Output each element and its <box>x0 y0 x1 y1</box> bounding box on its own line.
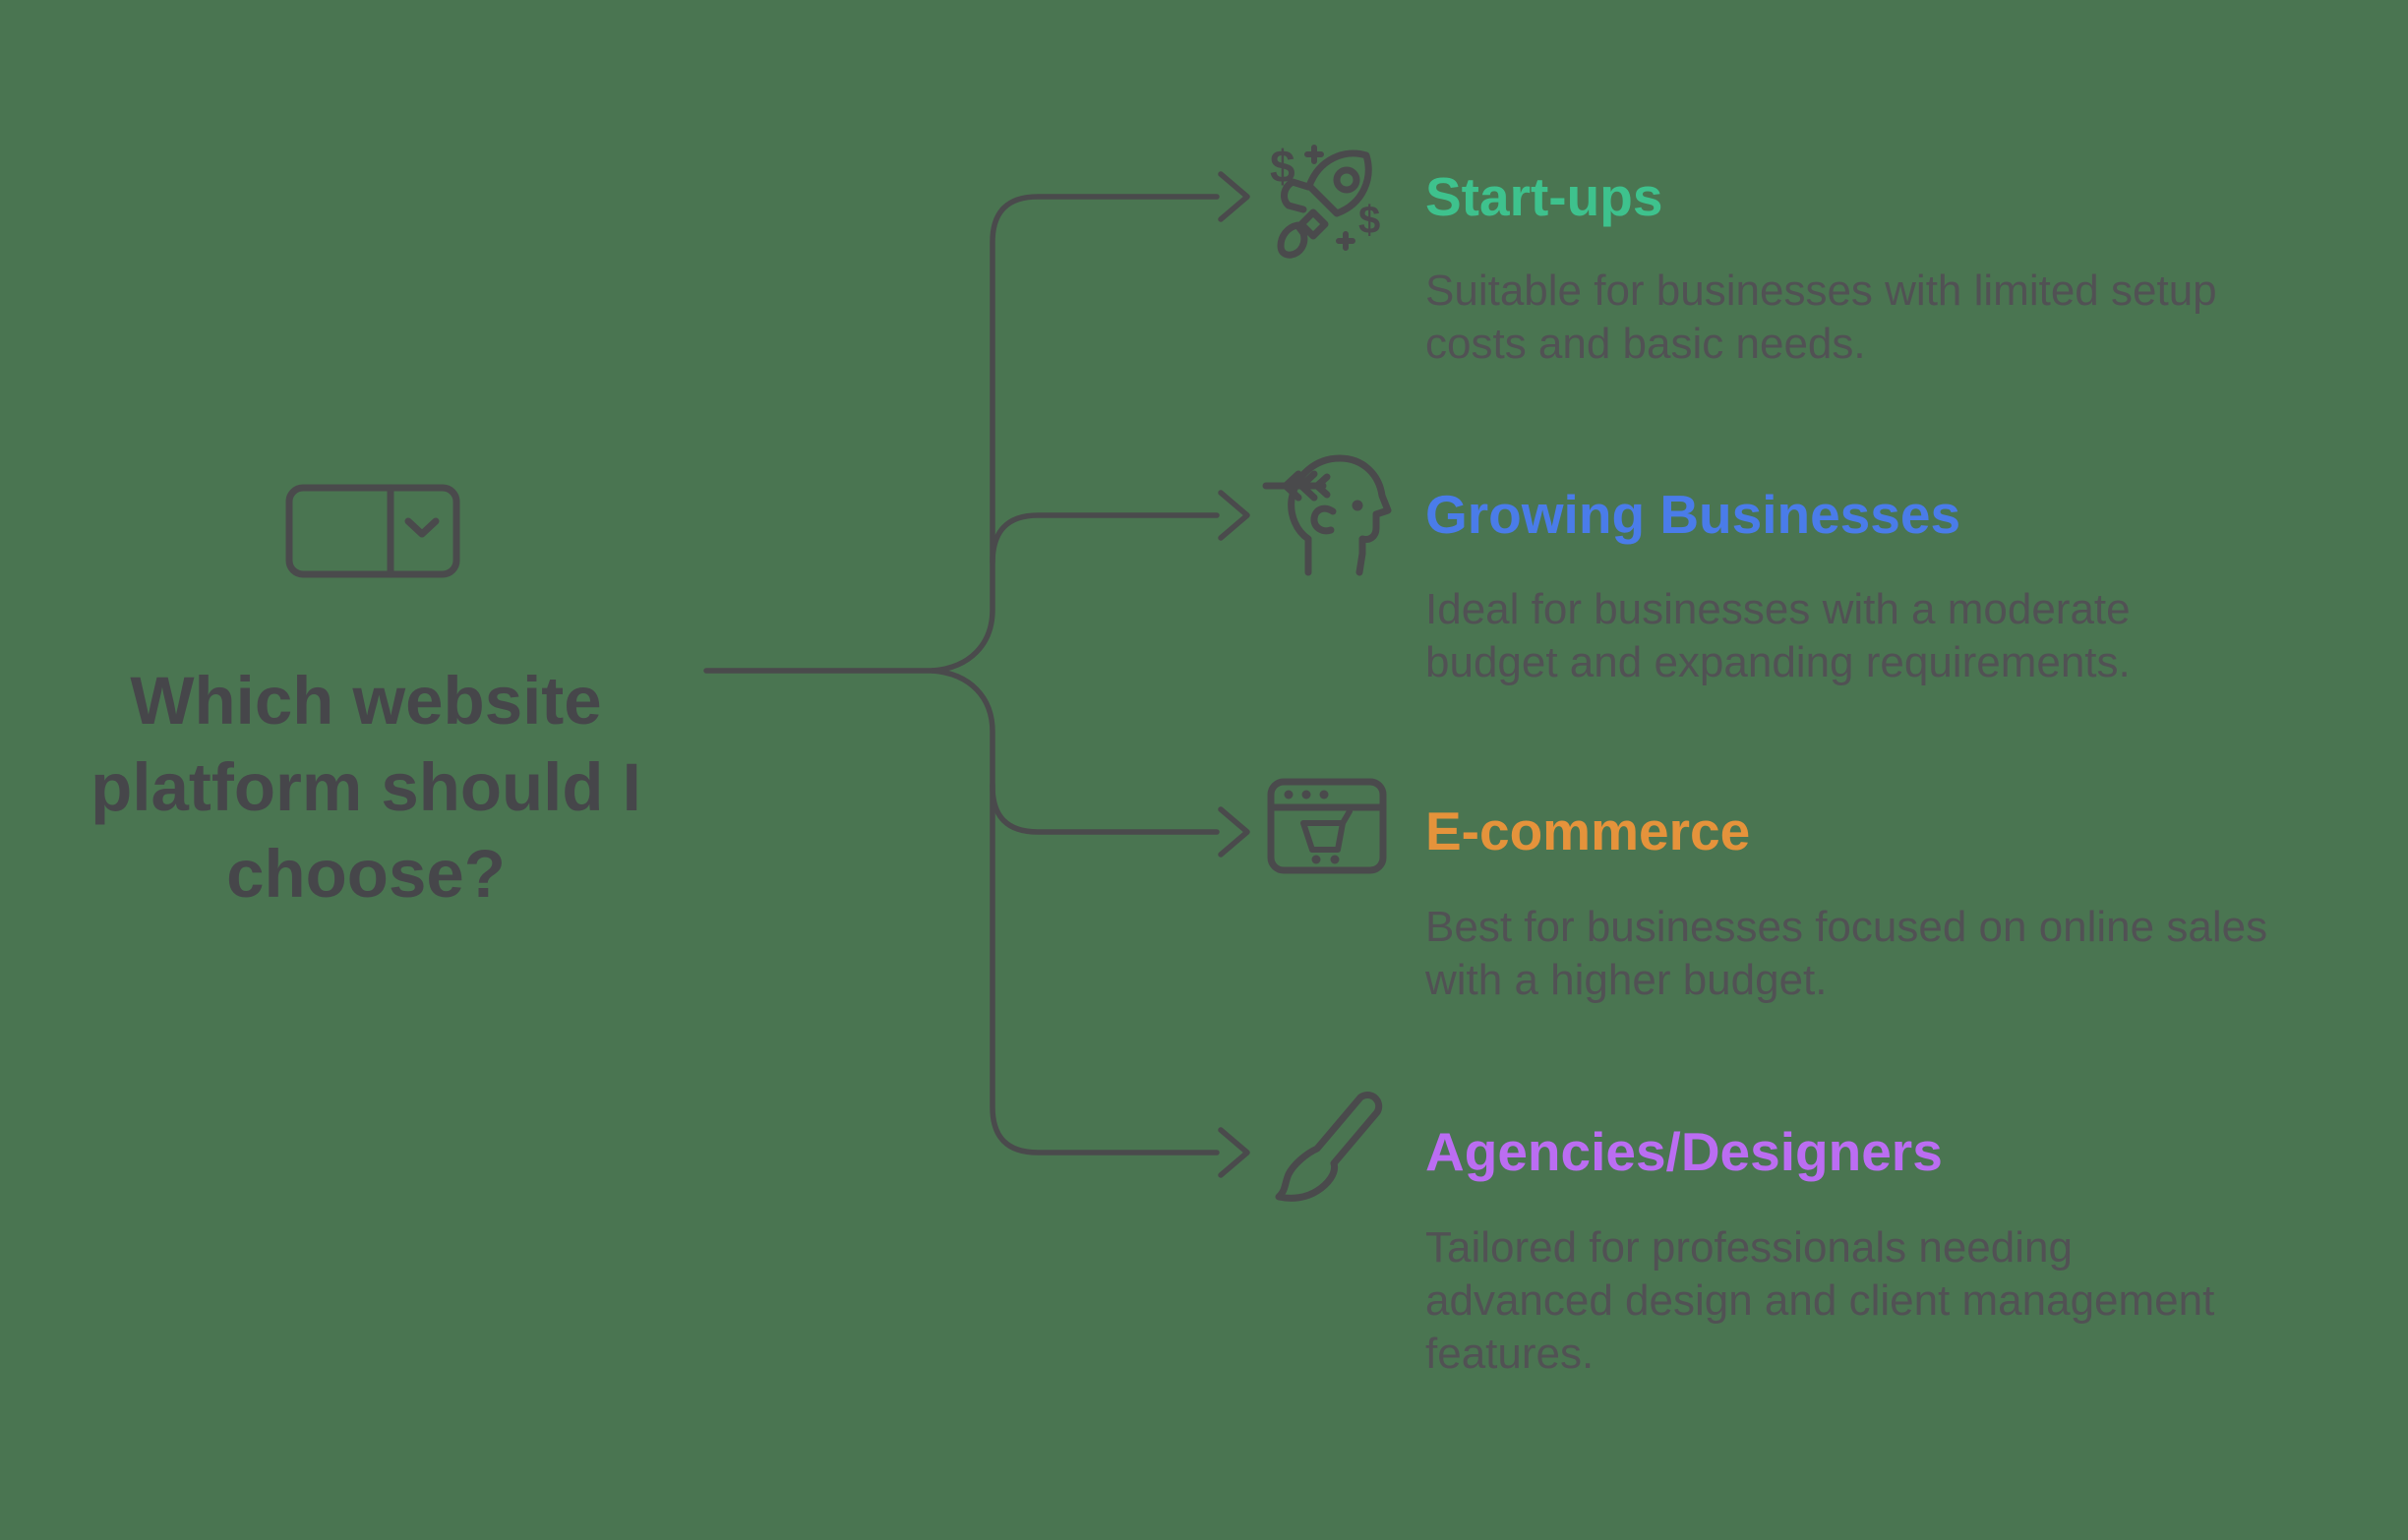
select-box-outline <box>285 484 460 578</box>
arrow-right-icon <box>1218 171 1250 222</box>
title-line: Which website <box>130 663 602 739</box>
description-line: features. <box>1425 1330 1595 1378</box>
description-line: Ideal for businesses with a moderate <box>1425 585 2131 633</box>
svg-text:$: $ <box>1358 199 1380 242</box>
description-line: with a higher budget. <box>1425 956 1828 1004</box>
page-title: Which website platform should I choose? <box>41 658 691 918</box>
branch-agencies-line <box>990 782 1220 1155</box>
branch-ecommerce-line <box>930 668 1220 835</box>
description-line: budget and expanding requirements. <box>1425 638 2131 686</box>
title-line: choose? <box>226 836 506 912</box>
description-line: costs and basic needs. <box>1425 320 1866 368</box>
paintbrush-icon <box>1262 1083 1392 1213</box>
svg-text:$: $ <box>1270 141 1295 192</box>
title-line: platform should I <box>90 749 641 825</box>
section-heading: E-commerce <box>1425 800 1751 861</box>
branch-growing-line <box>990 512 1220 565</box>
description-line: Suitable for businesses with limited set… <box>1425 267 2217 315</box>
section-description: Best for businesses focused on online sa… <box>1425 901 2267 1007</box>
dropdown-select-icon <box>285 484 460 578</box>
browser-cart-icon <box>1262 767 1392 897</box>
section-heading: Growing Businesses <box>1425 484 1961 545</box>
arrow-right-icon <box>1218 806 1250 858</box>
chevron-down-icon <box>404 517 440 538</box>
growth-mind-icon <box>1262 448 1392 578</box>
description-line: advanced design and client management <box>1425 1276 2215 1325</box>
description-line: Tailored for professionals needing <box>1425 1223 2073 1272</box>
section-description: Ideal for businesses with a moderate bud… <box>1425 583 2131 689</box>
section-description: Tailored for professionals needing advan… <box>1425 1221 2214 1381</box>
branch-startups-line <box>930 194 1220 674</box>
arrow-right-icon <box>1218 490 1250 541</box>
arrow-right-icon <box>1218 1127 1250 1178</box>
section-description: Suitable for businesses with limited set… <box>1425 265 2217 371</box>
description-line: Best for businesses focused on online sa… <box>1425 903 2268 951</box>
section-heading: Agencies/Designers <box>1425 1121 1943 1182</box>
rocket-dollars-icon: $ $ <box>1262 131 1392 261</box>
section-heading: Start-ups <box>1425 166 1663 227</box>
